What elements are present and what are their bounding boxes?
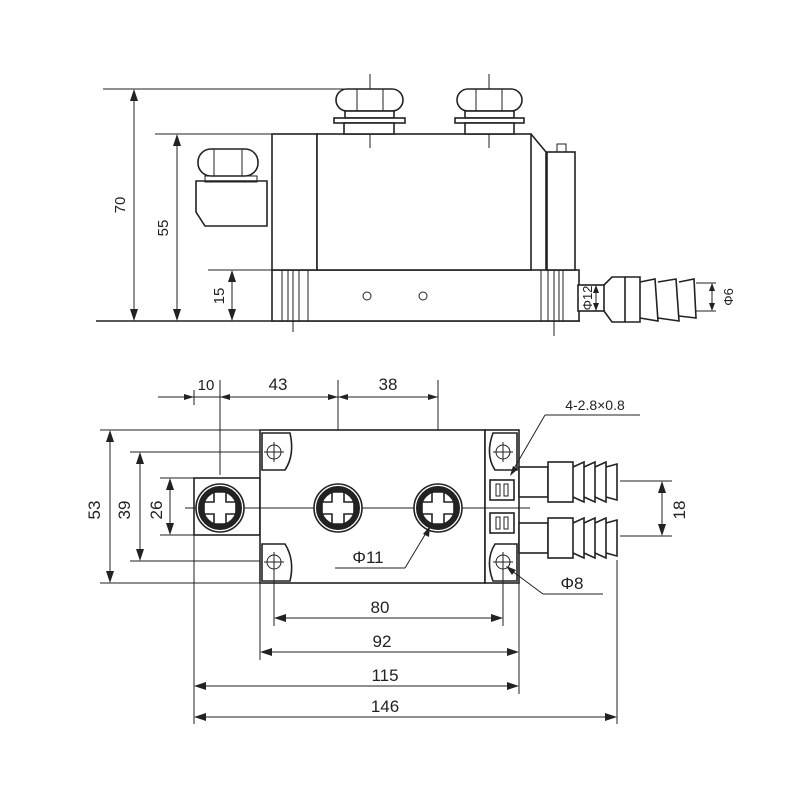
dim-label-15: 15 — [211, 288, 228, 305]
terminal-screw-top-3 — [413, 483, 463, 533]
base-plate — [271, 269, 580, 322]
dim-label-80: 80 — [371, 598, 390, 617]
dim-label-53: 53 — [85, 501, 104, 520]
dim-label-43: 43 — [269, 375, 288, 394]
dim-label-tube-outer: Φ12 — [580, 286, 595, 311]
dim-label-70: 70 — [112, 197, 129, 214]
dim-label-terminal-dia: Φ11 — [352, 548, 383, 567]
mounting-hole-bottom-left — [261, 543, 293, 582]
terminal-screw-top-1 — [195, 483, 245, 533]
dim-label-92: 92 — [373, 632, 392, 651]
terminal-screw-side-1 — [333, 74, 406, 148]
side-connector-screw-head — [197, 148, 259, 177]
aux-connector-lower — [489, 512, 515, 534]
mounting-hole-bottom-right — [488, 543, 518, 582]
side-view: 70 55 15 — [96, 74, 736, 336]
terminal-screw-top-2 — [313, 483, 363, 533]
water-fitting-lower — [518, 516, 618, 560]
mounting-hole-top-left — [261, 432, 293, 471]
dim-label-hole-dia: Φ8 — [560, 574, 583, 593]
dim-label-39: 39 — [115, 501, 134, 520]
water-tube-fitting-side — [577, 276, 716, 323]
mounting-hole-side-1 — [362, 291, 372, 301]
dim-label-connector-spec: 4-2.8×0.8 — [565, 397, 625, 413]
dim-label-26: 26 — [147, 501, 166, 520]
dim-label-146: 146 — [371, 697, 399, 716]
terminal-screw-side-2 — [454, 74, 525, 148]
aux-connector-upper — [489, 479, 515, 501]
dim-label-tube-inner: Φ6 — [721, 288, 736, 306]
water-fitting-upper — [518, 460, 618, 504]
right-end-cap — [546, 151, 576, 271]
main-housing — [316, 133, 532, 271]
dim-label-55: 55 — [155, 220, 172, 237]
top-view: 10 43 38 53 39 26 — [85, 375, 689, 724]
mounting-hole-side-2 — [418, 291, 428, 301]
dim-label-115: 115 — [371, 666, 398, 685]
left-end-block — [271, 133, 318, 271]
dim-label-10: 10 — [198, 377, 215, 394]
side-connector — [195, 148, 268, 227]
dim-label-18: 18 — [670, 501, 689, 520]
mounting-hole-top-right — [488, 432, 518, 471]
dim-label-38: 38 — [379, 375, 398, 394]
